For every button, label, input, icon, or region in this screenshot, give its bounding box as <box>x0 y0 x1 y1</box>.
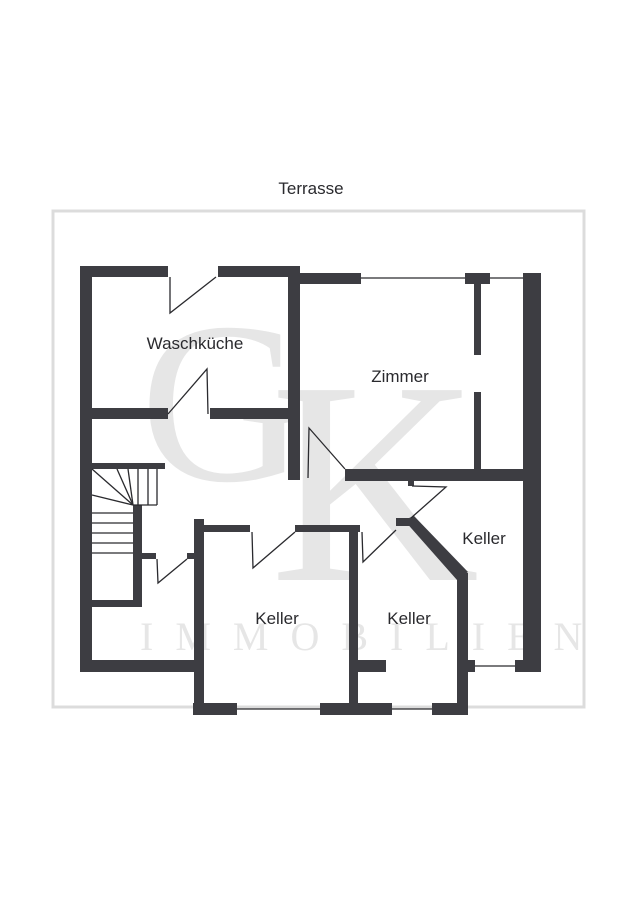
room-label-keller-left: Keller <box>255 609 299 628</box>
terrace-outline <box>51 209 586 709</box>
room-label-zimmer: Zimmer <box>371 367 429 386</box>
room-label-keller-middle: Keller <box>387 609 431 628</box>
watermark-logo: G K IMMOBILIEN <box>140 275 604 659</box>
watermark-k: K <box>270 322 479 643</box>
terrace-label: Terrasse <box>278 179 343 198</box>
windows-and-doors <box>156 276 523 710</box>
walls <box>80 266 541 715</box>
watermark-gk: G <box>140 275 306 530</box>
room-label-keller-right: Keller <box>462 529 506 548</box>
room-label-waschkueche: Waschküche <box>147 334 244 353</box>
watermark-text: IMMOBILIEN <box>140 614 604 659</box>
staircase <box>91 468 158 554</box>
